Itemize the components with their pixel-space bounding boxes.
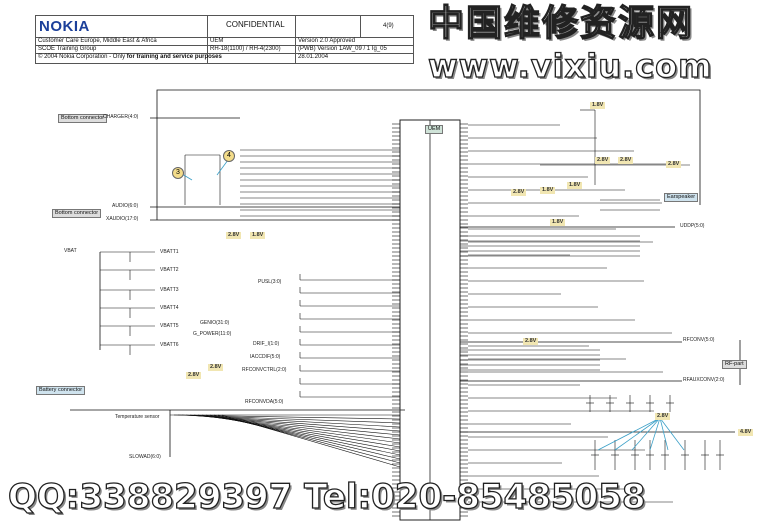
signal-pusl: PUSL(3:0): [258, 279, 282, 285]
callout-arrow: [216, 159, 229, 176]
signal-vbatt: VBATT2: [160, 267, 179, 273]
voltage-tag: 2.8V: [595, 157, 611, 164]
voltage-tag: 2.8V: [523, 338, 539, 345]
earspeaker-label: Earspeaker: [664, 193, 699, 202]
voltage-tag: 1.8V: [540, 187, 556, 194]
voltage-tag: 2.8V: [511, 189, 527, 196]
signal-rfconv: RFCONV(5:0): [683, 337, 715, 343]
copyright-prefix: © 2004 Nokia Corporation - Only: [38, 54, 127, 60]
title-block: NOKIA CONFIDENTIAL 4(9) Customer Care Eu…: [35, 15, 414, 64]
version-label: Version 2.0 Approved: [298, 38, 356, 44]
signal-drif: DRIF_I(1:0): [253, 341, 280, 347]
voltage-tag: 1.8V: [590, 102, 606, 109]
pwb-label: (PWB) Version 1AW_09 / 1 Ig_05: [298, 46, 387, 52]
signal-vbatt: VBATT1: [160, 249, 179, 255]
voltage-tag: 2.8V: [186, 372, 202, 379]
copyright-label: © 2004 Nokia Corporation - Only for trai…: [38, 54, 222, 61]
signal-vbatt: VBATT4: [160, 305, 179, 311]
signal-iaccdif: IACCDIF(5:0): [250, 354, 281, 360]
signal-rfconvda: RFCONVDA(5:0): [245, 399, 284, 405]
voltage-tag: 1.8V: [550, 219, 566, 226]
callout-arrow: [659, 417, 669, 451]
group-label: SCOE Training Group: [38, 46, 97, 52]
temperature-sensor-label: Temperature sensor: [115, 414, 160, 420]
signal-slowad: SLOWAD(6:0): [129, 454, 161, 460]
signal-vbatt: VBATT5: [160, 323, 179, 329]
battery-connector-label: Battery connector: [36, 386, 86, 395]
confidential-label: CONFIDENTIAL: [226, 20, 285, 29]
nokia-logo: NOKIA: [39, 18, 90, 35]
callout-arrow: [649, 417, 661, 451]
signal-xaudio: XAUDIO(17:0): [106, 216, 139, 222]
voltage-tag: 2.8V: [618, 157, 634, 164]
callout-arrow: [597, 417, 661, 451]
signal-rfauxconv: RFAUXCONV(2:0): [683, 377, 725, 383]
voltage-tag: 2.8V: [666, 161, 682, 168]
signal-charger: CHARGER(4:0): [103, 114, 139, 120]
voltage-tag: 1.8V: [250, 232, 266, 239]
voltage-tag: 2.8V: [226, 232, 242, 239]
signal-rfconvctrl: RFCONVCTRL(2:0): [242, 367, 287, 373]
ic-label: UEM: [425, 125, 444, 134]
voltage-tag: 4.8V: [738, 429, 754, 436]
callout-arrow: [614, 417, 661, 451]
copyright-bold: for training and service purposes: [126, 54, 222, 60]
bus-wire: [221, 414, 401, 468]
models-label: RH-18(1100) / RH-4(2300): [210, 46, 281, 52]
callout-arrow: [631, 417, 661, 451]
signal-vbatt: VBATT6: [160, 342, 179, 348]
bottom-connector-label: Bottom connector: [58, 114, 108, 123]
date-label: 28.01.2004: [298, 54, 329, 60]
signal-vbatt: VBATT3: [160, 287, 179, 293]
watermark-url: www.vixiu.com: [427, 47, 713, 85]
signal-vbat: VBAT: [64, 248, 77, 254]
frame-wire: [156, 89, 701, 220]
signal-audio: AUDIO(6:0): [112, 203, 139, 209]
org-label: Customer Care Europe, Middle East & Afri…: [38, 38, 157, 44]
bottom-connector-label-2: Bottom connector: [52, 209, 102, 218]
watermark-contact: QQ:338829397 Tel:020-85485058: [7, 477, 646, 517]
rf-part-label: RF-part: [722, 360, 747, 369]
signal-genio: GENIO(31:0): [200, 320, 230, 326]
voltage-tag: 1.8V: [567, 182, 583, 189]
callout-4: 4: [223, 150, 235, 162]
component-label: UEM: [210, 38, 224, 44]
callout-3: 3: [172, 167, 184, 179]
voltage-tag: 2.8V: [208, 364, 224, 371]
voltage-tag: 2.8V: [655, 413, 671, 420]
signal-gpower: G_POWER(11:0): [193, 331, 232, 337]
page-number: 4(9): [383, 23, 394, 29]
signal-uddp: UDDP(5:0): [680, 223, 705, 229]
callout-arrow: [659, 417, 685, 451]
bus-wire: [173, 414, 401, 420]
watermark-cn: 中国维修资源网: [427, 3, 695, 44]
